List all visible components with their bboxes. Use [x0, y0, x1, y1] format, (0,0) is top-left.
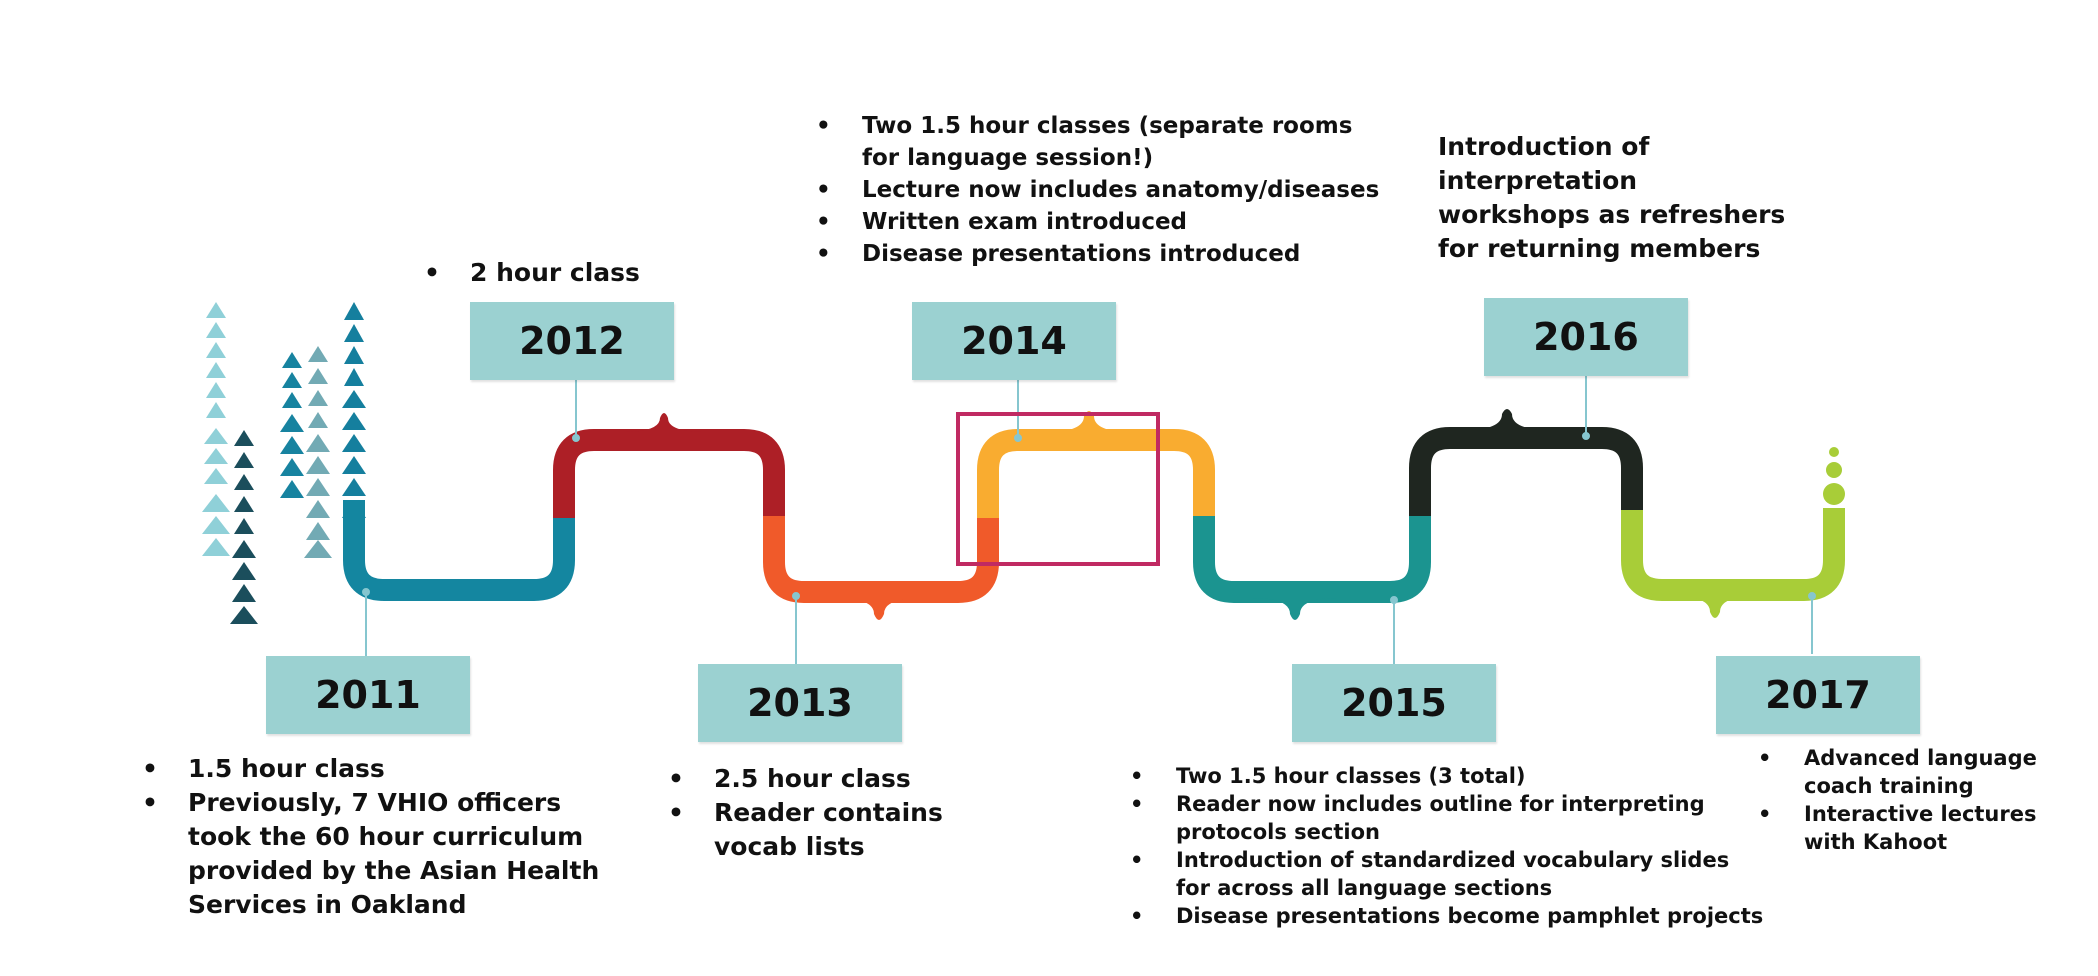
note-2014-1: Two 1.5 hour classes (separate rooms for…: [816, 110, 1396, 174]
year-box-2016: 2016: [1484, 298, 1688, 376]
note-2014-3: Written exam introduced: [816, 206, 1396, 238]
highlight-box: [956, 412, 1160, 566]
note-2012-1: 2 hour class: [424, 256, 754, 290]
path-segment-2016: [1409, 427, 1643, 516]
path-segment-2011: [343, 500, 575, 601]
note-2015-4: Disease presentations become pamphlet pr…: [1130, 902, 1770, 930]
end-dots-icon: [1823, 447, 1845, 505]
brace-bumps: [622, 409, 1758, 620]
path-segment-2013: [763, 516, 999, 603]
paragraph-2016: Introduction of interpretation workshops…: [1438, 132, 1786, 263]
year-box-2017: 2017: [1716, 656, 1920, 734]
note-2014-2: Lecture now includes anatomy/diseases: [816, 174, 1396, 206]
path-segment-2012: [553, 429, 785, 518]
notes-2015: Two 1.5 hour classes (3 total) Reader no…: [1130, 762, 1770, 930]
year-box-2014: 2014: [912, 302, 1116, 380]
connector-lines: [362, 376, 1816, 664]
notes-2012: 2 hour class: [424, 256, 754, 290]
notes-2014: Two 1.5 hour classes (separate rooms for…: [816, 110, 1396, 270]
note-2013-1: 2.5 hour class: [668, 762, 1008, 796]
year-box-2015: 2015: [1292, 664, 1496, 742]
timeline-path: [343, 427, 1845, 603]
year-box-2012: 2012: [470, 302, 674, 380]
notes-2013: 2.5 hour class Reader contains vocab lis…: [668, 762, 1008, 864]
path-segment-2017: [1621, 508, 1845, 601]
note-2011-2: Previously, 7 VHIO officers took the 60 …: [142, 786, 622, 922]
note-2015-1: Two 1.5 hour classes (3 total): [1130, 762, 1770, 790]
notes-2011: 1.5 hour class Previously, 7 VHIO office…: [142, 752, 622, 922]
year-box-2013: 2013: [698, 664, 902, 742]
note-2014-4: Disease presentations introduced: [816, 238, 1396, 270]
note-2017-2: Interactive lectures with Kahoot: [1758, 800, 2058, 856]
note-2015-3: Introduction of standardized vocabulary …: [1130, 846, 1770, 902]
notes-2017: Advanced language coach training Interac…: [1758, 744, 2058, 856]
path-segment-2014: [977, 429, 1215, 518]
year-box-2011: 2011: [266, 656, 470, 734]
path-segment-2015: [1193, 514, 1431, 603]
note-2017-1: Advanced language coach training: [1758, 744, 2058, 800]
note-2013-2: Reader contains vocab lists: [668, 796, 1008, 864]
note-2015-2: Reader now includes outline for interpre…: [1130, 790, 1770, 846]
triangle-trees-icon: [202, 302, 366, 624]
note-2011-1: 1.5 hour class: [142, 752, 622, 786]
